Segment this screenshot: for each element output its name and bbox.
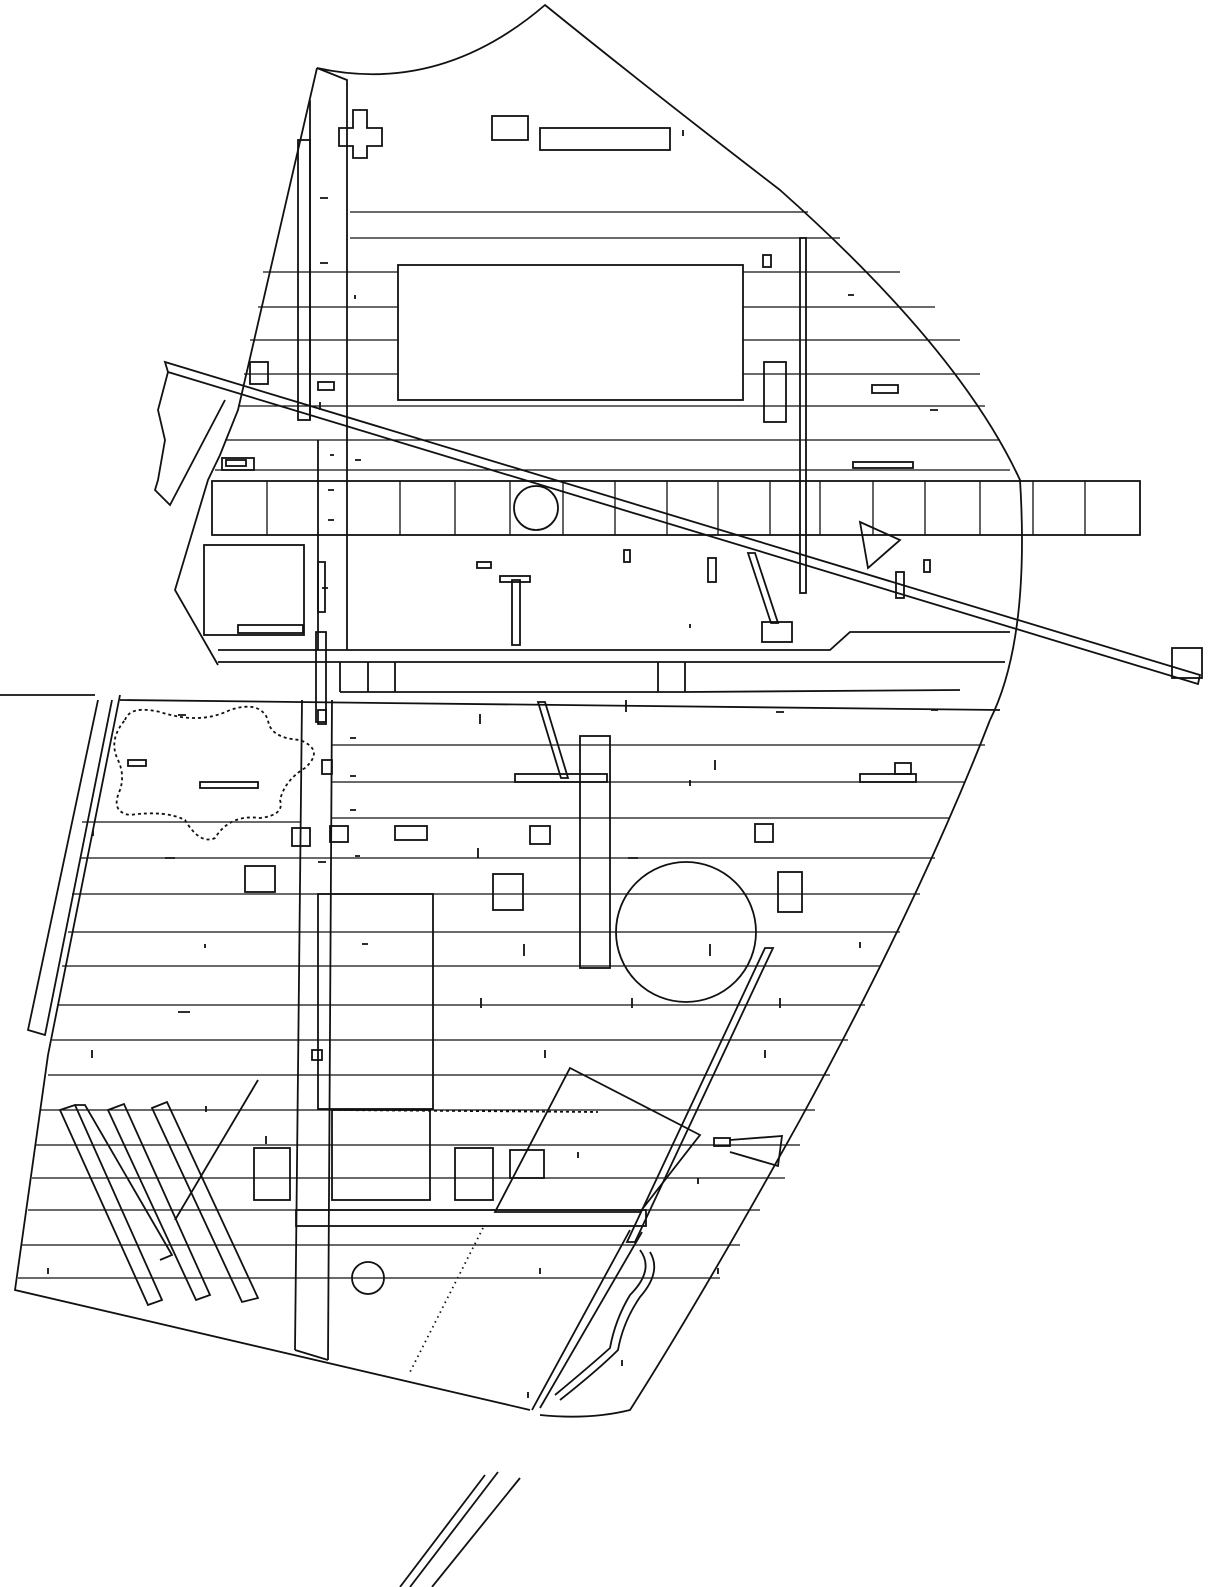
triangle-marker	[858, 520, 902, 570]
site-boundary	[0, 3, 1023, 1418]
dashed-garden-outline	[113, 705, 315, 841]
lower-blocks	[199, 701, 917, 1243]
large-rect-lower	[317, 893, 434, 1110]
diagonal-bars	[58, 1079, 260, 1307]
small-circle	[351, 1261, 385, 1295]
upper-blocks	[203, 109, 1203, 679]
small-markers	[47, 130, 938, 1398]
bottom-area	[351, 1227, 656, 1587]
large-circle	[615, 861, 757, 1003]
vertical-street-lower	[294, 699, 647, 1361]
diagonal-path	[153, 360, 1202, 686]
middle-band	[119, 631, 1010, 723]
large-rect-upper	[397, 264, 744, 401]
cross-shape	[338, 109, 383, 159]
angled-block	[493, 1066, 702, 1213]
upper-terrace-lines	[215, 211, 1010, 471]
circle-in-grid	[513, 485, 559, 531]
square-grid-row	[211, 480, 1141, 570]
vertical-street-upper	[237, 67, 807, 650]
